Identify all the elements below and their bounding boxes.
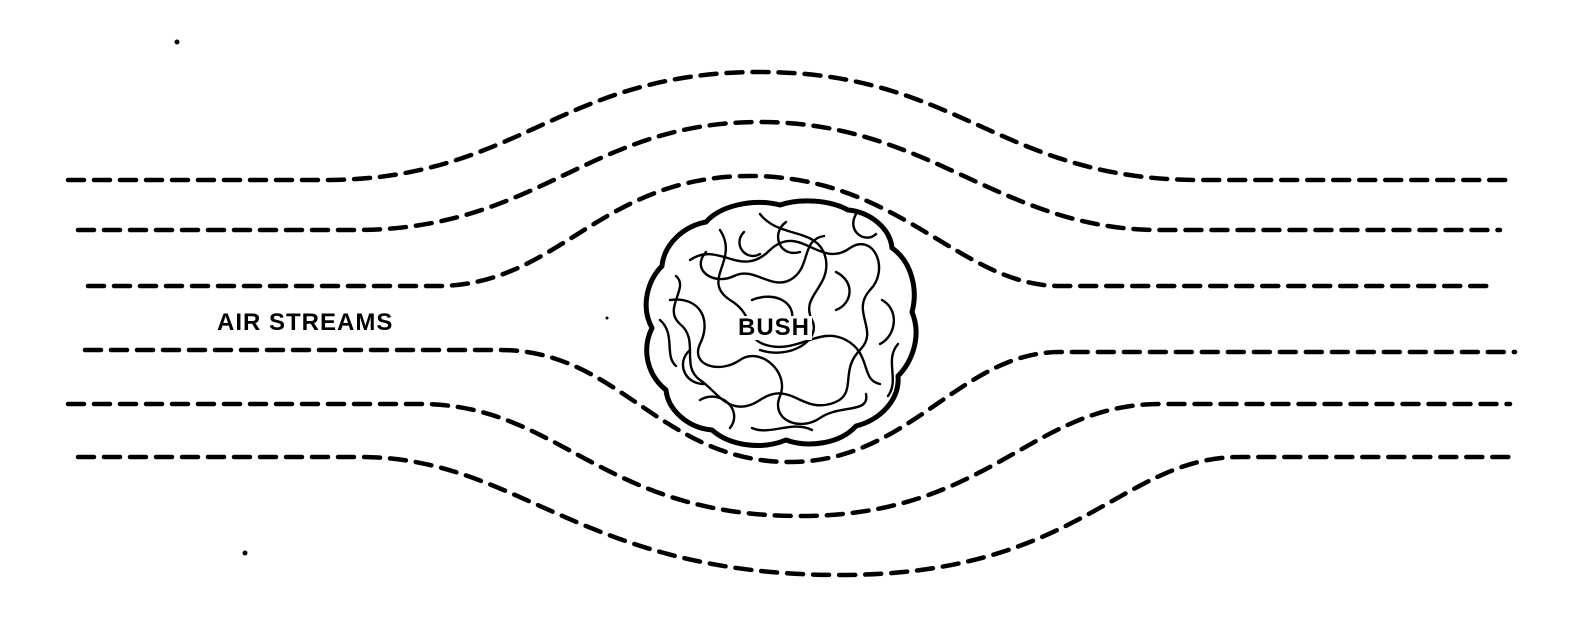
air-streams-label: AIR STREAMS xyxy=(217,309,394,336)
bush-scribble-4 xyxy=(681,234,851,386)
ink-speck-2 xyxy=(242,550,248,556)
bush-scribble-2 xyxy=(717,212,882,386)
air-stream-line-6 xyxy=(75,454,1515,578)
ink-speck-1 xyxy=(174,39,180,45)
air-stream-line-5 xyxy=(65,401,1513,519)
bush-label: BUSH xyxy=(736,314,813,341)
air-stream-line-1 xyxy=(65,69,1518,183)
air-stream-line-4 xyxy=(82,347,1518,465)
bush-scribble-1 xyxy=(672,239,881,408)
bush-scribble-3 xyxy=(668,298,896,430)
air-stream-line-3 xyxy=(85,173,1495,289)
bush-scribble-5 xyxy=(658,212,900,432)
air-stream-line-2 xyxy=(75,119,1503,233)
ink-speck-3 xyxy=(605,316,609,320)
